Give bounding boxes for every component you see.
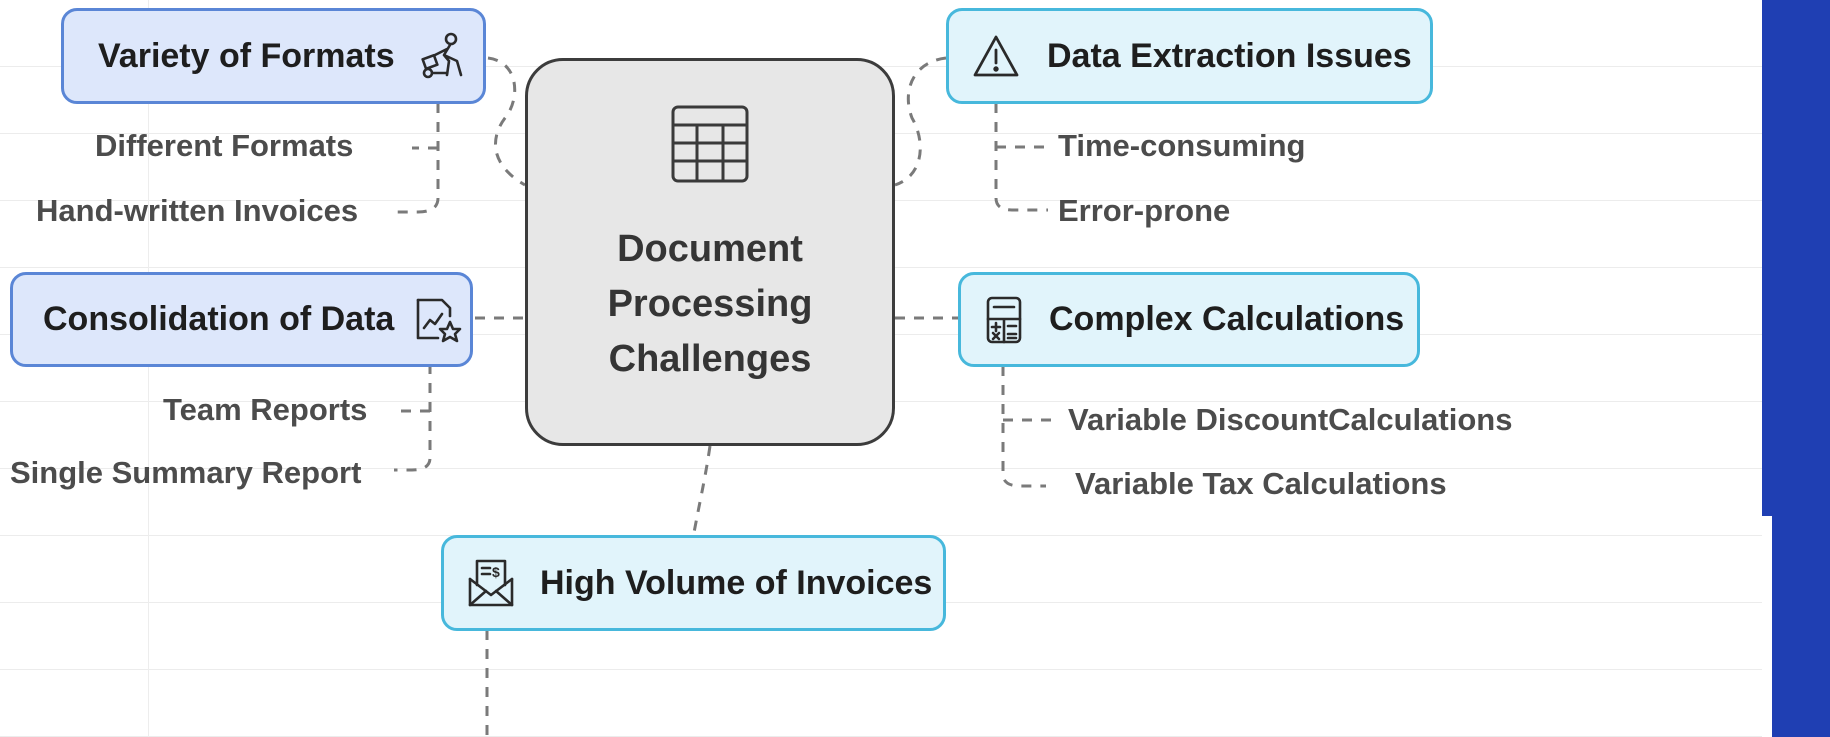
node-data-extraction-issues[interactable]: Data Extraction Issues	[946, 8, 1433, 104]
svg-text:$: $	[492, 564, 500, 580]
warning-icon	[971, 33, 1021, 79]
table-icon	[667, 101, 753, 192]
node-variety-of-formats[interactable]: Variety of Formats	[61, 8, 486, 104]
node-complex-calculations[interactable]: Complex Calculations	[958, 272, 1420, 367]
node-volume-title: High Volume of Invoices	[540, 563, 933, 602]
label-team-reports: Team Reports	[163, 392, 368, 427]
label-different-formats: Different Formats	[95, 128, 354, 163]
label-time-consuming: Time-consuming	[1058, 128, 1306, 163]
label-hand-written-invoices: Hand-written Invoices	[36, 193, 359, 228]
background-guide-line	[148, 0, 149, 737]
calculator-icon	[985, 295, 1023, 345]
node-consolidation-of-data[interactable]: Consolidation of Data	[10, 272, 473, 367]
node-variety-title: Variety of Formats	[98, 36, 395, 75]
center-node[interactable]: Document Processing Challenges	[525, 58, 895, 446]
side-accent-bar-bottom	[1762, 516, 1830, 737]
node-extraction-title: Data Extraction Issues	[1047, 36, 1412, 75]
label-error-prone: Error-prone	[1058, 193, 1231, 228]
node-calculations-title: Complex Calculations	[1049, 300, 1405, 338]
node-high-volume-of-invoices[interactable]: $ High Volume of Invoices	[441, 535, 946, 631]
label-variable-discount-calculations: Variable DiscountCalculations	[1068, 402, 1513, 437]
node-consolidation-title: Consolidation of Data	[43, 300, 395, 338]
center-title: Document Processing Challenges	[607, 228, 813, 380]
side-accent-bar	[1762, 0, 1830, 516]
connector-extraction-center	[894, 56, 947, 187]
label-single-summary-report: Single Summary Report	[10, 455, 362, 490]
connector-variety-center	[487, 56, 526, 187]
connector-volume-center	[691, 445, 712, 539]
side-accent-notch	[1762, 516, 1772, 737]
connector-variety-items	[394, 103, 440, 214]
connector-consolidation-items	[394, 364, 432, 472]
connector-extraction-items	[994, 103, 1048, 212]
label-variable-tax-calculations: Variable Tax Calculations	[1075, 466, 1447, 501]
hand-truck-icon	[417, 31, 467, 81]
connector-calculations-items	[1001, 366, 1060, 488]
invoice-envelope-icon: $	[466, 557, 516, 609]
chart-star-icon	[412, 294, 464, 346]
